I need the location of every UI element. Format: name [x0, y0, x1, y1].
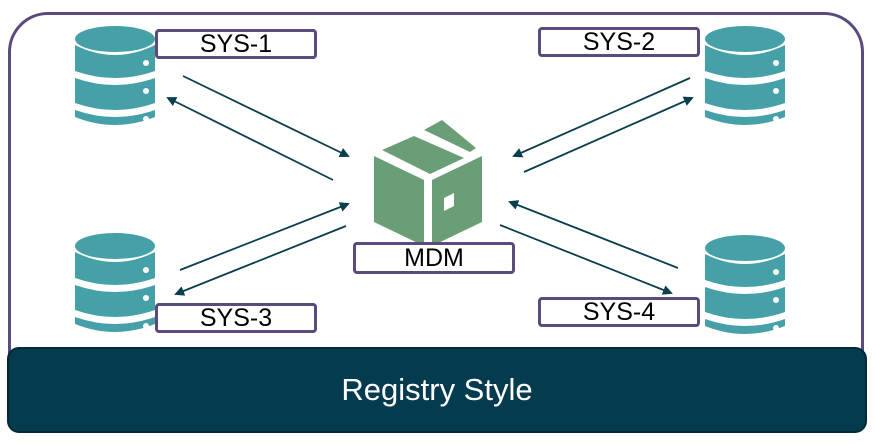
- database-icon: [75, 233, 155, 332]
- arrow-sys3-to-mdm: [179, 202, 350, 271]
- arrow-sys4-to-mdm: [508, 200, 679, 269]
- system-label-sys1: SYS-1: [155, 29, 317, 59]
- diagram-title-banner: Registry Style: [7, 347, 867, 433]
- database-icon: [705, 235, 785, 334]
- arrow-sys1-to-mdm: [182, 75, 350, 158]
- arrow-mdm-to-sys4: [499, 224, 673, 295]
- arrow-mdm-to-sys2: [523, 96, 694, 173]
- system-label-sys4: SYS-4: [538, 297, 700, 327]
- arrow-mdm-to-sys3: [174, 225, 347, 296]
- hub-label-mdm: MDM: [353, 242, 515, 274]
- system-label-sys3: SYS-3: [155, 303, 317, 333]
- arrow-sys2-to-mdm: [512, 77, 691, 158]
- database-icon: [75, 26, 155, 125]
- diagram-title: Registry Style: [341, 372, 533, 407]
- system-label-sys2: SYS-2: [538, 27, 700, 57]
- database-icon: [705, 26, 785, 125]
- arrow-mdm-to-sys1: [166, 97, 334, 181]
- package-box-icon: [374, 120, 482, 246]
